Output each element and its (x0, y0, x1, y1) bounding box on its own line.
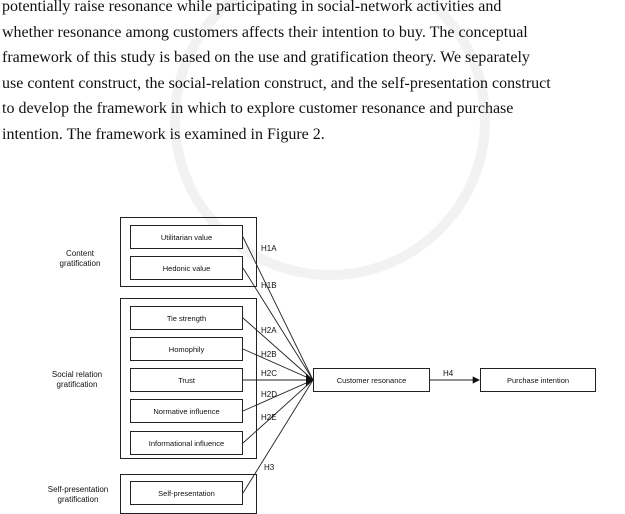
body-paragraph: potentially raise resonance while partic… (2, 0, 623, 147)
h1a-line (242, 236, 314, 381)
hypothesis-h2a: H2A (261, 326, 277, 335)
hypothesis-h2d: H2D (261, 390, 278, 399)
hypothesis-h2b: H2B (261, 350, 277, 359)
content-group-frame (120, 217, 257, 287)
paragraph-line: to develop the framework in which to exp… (2, 100, 514, 117)
hypothesis-h1a: H1A (261, 244, 277, 253)
social-group-label: Social relation gratification (37, 370, 117, 390)
hypothesis-h4: H4 (443, 369, 454, 378)
watermark-seal (170, 0, 490, 280)
group-label-line: Content (65, 249, 95, 258)
paragraph-line: intention. The framework is examined in … (2, 125, 325, 143)
paragraph-line: whether resonance among customers affect… (2, 23, 528, 41)
normative-influence-box: Normative influence (130, 399, 243, 423)
framework-diagram: Content gratification Social relation gr… (0, 206, 625, 514)
hypothesis-h3: H3 (264, 463, 275, 472)
hypothesis-h1b: H1B (261, 281, 277, 290)
hypothesis-h2c: H2C (261, 369, 278, 378)
group-label-line: Self-presentation (47, 485, 109, 494)
h2b-line (242, 348, 314, 381)
utilitarian-value-box: Utilitarian value (130, 225, 243, 249)
paragraph-line: framework of this study is based on the … (2, 49, 530, 66)
hedonic-value-box: Hedonic value (130, 256, 243, 280)
customer-resonance-box: Customer resonance (313, 368, 430, 392)
social-group-frame (120, 298, 257, 459)
homophily-box: Homophily (130, 337, 243, 361)
resonance-arrowhead (306, 374, 313, 386)
group-label-line: gratification (56, 380, 98, 389)
group-label-line: Social relation (51, 370, 103, 379)
h2e-line (242, 379, 314, 444)
tie-strength-box: Tie strength (130, 306, 243, 330)
h2d-line (242, 379, 314, 412)
paragraph-line: use content construct, the social-relati… (2, 74, 551, 92)
hypothesis-h2e: H2E (261, 413, 277, 422)
trust-box: Trust (130, 368, 243, 392)
content-group-label: Content gratification (40, 249, 120, 269)
self-group-label: Self-presentation gratification (38, 485, 118, 505)
group-label-line: gratification (57, 495, 99, 504)
group-label-line: gratification (59, 259, 101, 268)
purchase-intention-box: Purchase intention (480, 368, 596, 392)
self-presentation-box: Self-presentation (130, 481, 243, 505)
informational-influence-box: Informational influence (130, 431, 243, 455)
h2a-line (242, 317, 314, 381)
paragraph-line: potentially raise resonance while partic… (2, 0, 502, 15)
